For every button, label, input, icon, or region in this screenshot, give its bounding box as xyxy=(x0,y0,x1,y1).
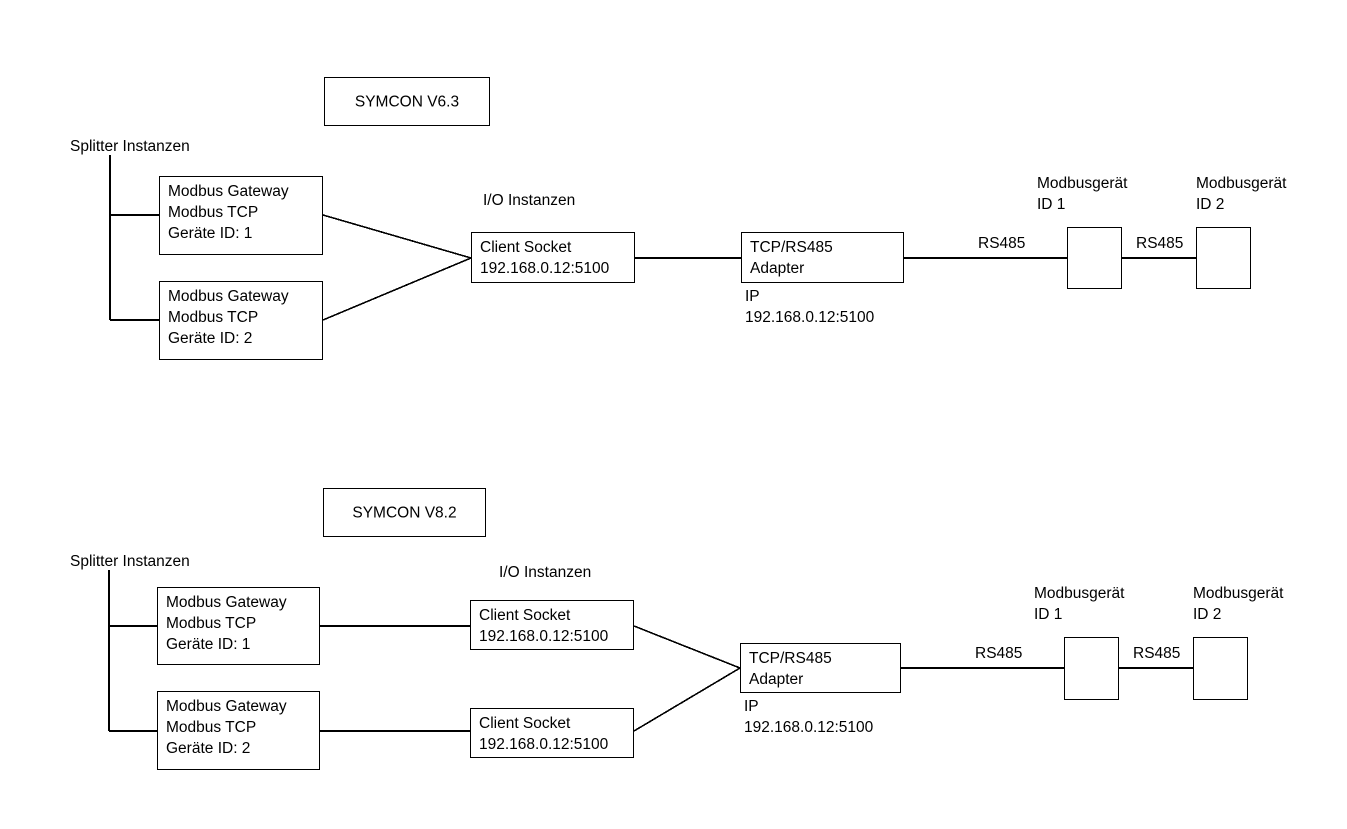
modbus-device-caption-bottom-1: Modbusgerät ID 1 xyxy=(1034,583,1124,625)
rs485-label-bottom-2: RS485 xyxy=(1130,643,1184,664)
io-label-top: I/O Instanzen xyxy=(483,190,575,211)
version-box-top: SYMCON V6.3 xyxy=(324,77,490,126)
io-label-bottom-text: I/O Instanzen xyxy=(499,564,592,581)
client-socket-box-bottom-1[interactable]: Client Socket 192.168.0.12:5100 xyxy=(470,600,634,650)
modbus-device-box-top-1[interactable] xyxy=(1067,227,1122,289)
modbus-gateway-box-top-1[interactable]: Modbus Gateway Modbus TCP Geräte ID: 1 xyxy=(159,176,323,255)
rs485-label-top-2-text: RS485 xyxy=(1136,235,1184,252)
rs485-label-bottom-1-text: RS485 xyxy=(975,645,1023,662)
gateway-top-2-line3: Geräte ID: 2 xyxy=(168,330,253,347)
gateway-bottom-1-line3: Geräte ID: 1 xyxy=(166,636,251,653)
rs485-label-bottom-1: RS485 xyxy=(972,643,1026,664)
version-box-top-label: SYMCON V6.3 xyxy=(354,93,460,110)
socket-bottom-2-line1: Client Socket xyxy=(479,715,571,732)
gateway-bottom-1-line2: Modbus TCP xyxy=(166,615,257,632)
adapter-ip-caption-bottom: IP 192.168.0.12:5100 xyxy=(744,696,873,738)
adapter-ip-caption-top: IP 192.168.0.12:5100 xyxy=(745,286,874,328)
adapter-top-line2: Adapter xyxy=(750,260,805,277)
gateway-top-2-line1: Modbus Gateway xyxy=(168,288,289,305)
adapter-bottom-line1: TCP/RS485 xyxy=(749,650,832,667)
rs485-label-top-1-text: RS485 xyxy=(978,235,1026,252)
top-gateway2-to-socket xyxy=(322,257,472,321)
version-box-bottom: SYMCON V8.2 xyxy=(323,488,486,537)
splitter-label-top: Splitter Instanzen xyxy=(70,136,190,157)
gateway-top-1-line3: Geräte ID: 1 xyxy=(168,225,253,242)
modbus-device-caption-bottom-2: Modbusgerät ID 2 xyxy=(1193,583,1283,625)
modbus-gateway-box-bottom-1[interactable]: Modbus Gateway Modbus TCP Geräte ID: 1 xyxy=(157,587,320,665)
bottom-socket2-to-adapter xyxy=(633,667,741,732)
device-bottom-2-line2: ID 2 xyxy=(1193,606,1222,623)
rs485-label-top-2: RS485 xyxy=(1133,233,1187,254)
splitter-label-bottom-text: Splitter Instanzen xyxy=(70,553,190,570)
gateway-top-1-line2: Modbus TCP xyxy=(168,204,259,221)
gateway-top-2-line2: Modbus TCP xyxy=(168,309,259,326)
device-top-2-line2: ID 2 xyxy=(1196,196,1225,213)
socket-bottom-2-line2: 192.168.0.12:5100 xyxy=(479,736,609,753)
adapter-ip-bottom-line1: IP xyxy=(744,698,759,715)
client-socket-box-bottom-2[interactable]: Client Socket 192.168.0.12:5100 xyxy=(470,708,634,758)
device-top-1-line2: ID 1 xyxy=(1037,196,1066,213)
modbus-device-box-bottom-2[interactable] xyxy=(1193,637,1248,700)
adapter-ip-top-line1: IP xyxy=(745,288,760,305)
gateway-bottom-2-line1: Modbus Gateway xyxy=(166,698,287,715)
modbus-device-box-top-2[interactable] xyxy=(1196,227,1251,289)
gateway-bottom-2-line3: Geräte ID: 2 xyxy=(166,740,251,757)
splitter-label-top-text: Splitter Instanzen xyxy=(70,138,190,155)
socket-top-1-line2: 192.168.0.12:5100 xyxy=(480,260,610,277)
modbus-device-caption-top-1: Modbusgerät ID 1 xyxy=(1037,173,1127,215)
splitter-label-bottom: Splitter Instanzen xyxy=(70,551,190,572)
adapter-bottom-line2: Adapter xyxy=(749,671,804,688)
gateway-bottom-1-line1: Modbus Gateway xyxy=(166,594,287,611)
io-label-top-text: I/O Instanzen xyxy=(483,192,576,209)
modbus-device-caption-top-2: Modbusgerät ID 2 xyxy=(1196,173,1286,215)
io-label-bottom: I/O Instanzen xyxy=(499,562,591,583)
device-bottom-2-line1: Modbusgerät xyxy=(1193,585,1284,602)
device-bottom-1-line2: ID 1 xyxy=(1034,606,1063,623)
version-box-bottom-label: SYMCON V8.2 xyxy=(352,504,457,521)
device-top-1-line1: Modbusgerät xyxy=(1037,175,1128,192)
socket-top-1-line1: Client Socket xyxy=(480,239,572,256)
gateway-bottom-2-line2: Modbus TCP xyxy=(166,719,257,736)
adapter-top-line1: TCP/RS485 xyxy=(750,239,833,256)
modbus-device-box-bottom-1[interactable] xyxy=(1064,637,1119,700)
rs485-label-bottom-2-text: RS485 xyxy=(1133,645,1181,662)
adapter-ip-bottom-line2: 192.168.0.12:5100 xyxy=(744,719,874,736)
tcp-rs485-adapter-box-bottom[interactable]: TCP/RS485 Adapter xyxy=(740,643,901,693)
device-top-2-line1: Modbusgerät xyxy=(1196,175,1287,192)
modbus-gateway-box-bottom-2[interactable]: Modbus Gateway Modbus TCP Geräte ID: 2 xyxy=(157,691,320,770)
adapter-ip-top-line2: 192.168.0.12:5100 xyxy=(745,309,875,326)
bottom-socket1-to-adapter xyxy=(633,625,741,669)
gateway-top-1-line1: Modbus Gateway xyxy=(168,183,289,200)
socket-bottom-1-line2: 192.168.0.12:5100 xyxy=(479,628,609,645)
device-bottom-1-line1: Modbusgerät xyxy=(1034,585,1125,602)
modbus-gateway-box-top-2[interactable]: Modbus Gateway Modbus TCP Geräte ID: 2 xyxy=(159,281,323,360)
socket-bottom-1-line1: Client Socket xyxy=(479,607,571,624)
top-gateway1-to-socket xyxy=(322,214,472,259)
rs485-label-top-1: RS485 xyxy=(975,233,1029,254)
client-socket-box-top-1[interactable]: Client Socket 192.168.0.12:5100 xyxy=(471,232,635,283)
tcp-rs485-adapter-box-top[interactable]: TCP/RS485 Adapter xyxy=(741,232,904,283)
